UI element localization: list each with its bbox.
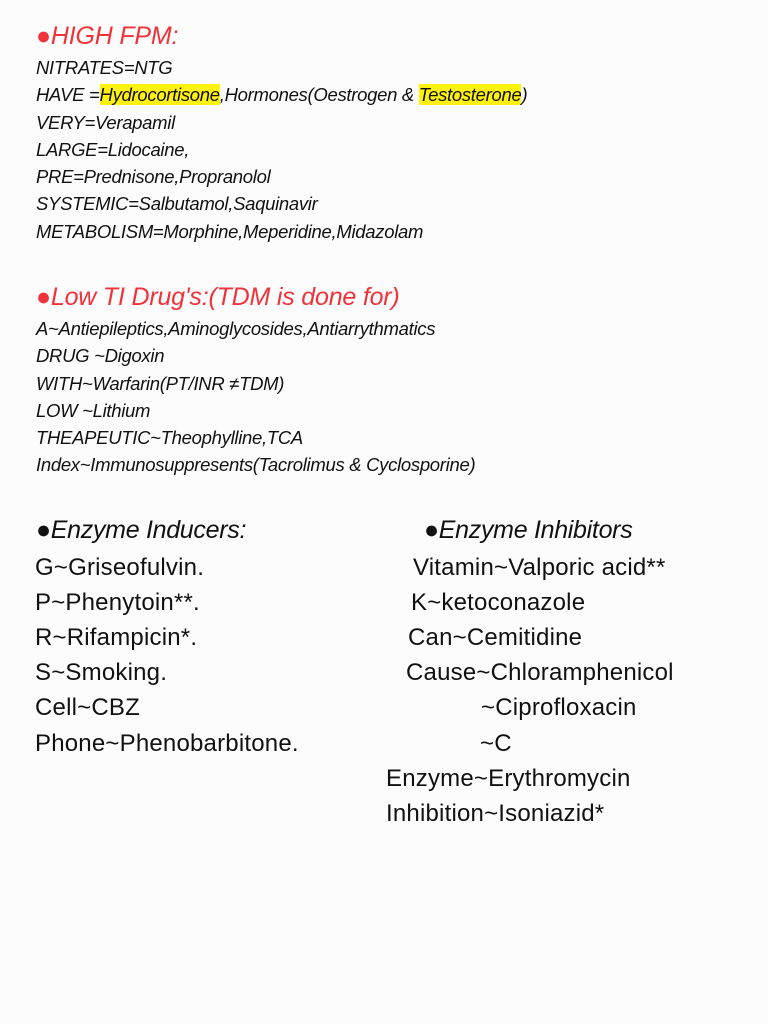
list-item: LARGE=Lidocaine, xyxy=(36,136,527,163)
list-item: LOW ~Lithium xyxy=(36,399,151,421)
list-item: S~Smoking. xyxy=(35,659,168,686)
high-fpm-heading: ●HIGH FPM: xyxy=(36,22,179,50)
low-ti-list: A~Antiepileptics,Aminoglycosides,Antiarr… xyxy=(36,315,476,479)
enzyme-inducers-heading: ●Enzyme Inducers: xyxy=(36,516,247,544)
highlighted-text: Hydrocortisone xyxy=(99,84,220,106)
line-text: NITRATES=NTG xyxy=(36,57,173,78)
list-item: Inhibition~Isoniazid* xyxy=(386,800,605,827)
list-item: K~ketoconazole xyxy=(411,589,586,616)
list-item: G~Griseofulvin. xyxy=(35,554,205,581)
list-item: Cell~CBZ xyxy=(35,694,140,721)
list-item: NITRATES=NTG xyxy=(36,54,527,81)
list-item: PRE=Prednisone,Propranolol xyxy=(36,163,527,190)
list-item: P~Phenytoin**. xyxy=(35,589,200,616)
line-text: ,Hormones(Oestrogen & xyxy=(219,84,419,106)
list-item: METABOLISM=Morphine,Meperidine,Midazolam xyxy=(36,218,527,245)
list-item: DRUG ~Digoxin xyxy=(36,345,165,367)
list-item: ~C xyxy=(480,730,512,757)
list-item: Can~Cemitidine xyxy=(408,624,583,651)
list-item: ~Ciprofloxacin xyxy=(481,694,637,721)
highlighted-text: Testosterone xyxy=(418,84,522,106)
line-text: HAVE = xyxy=(36,84,100,106)
list-item: Phone~Phenobarbitone. xyxy=(35,730,299,757)
list-item: THEAPEUTIC~Theophylline,TCA xyxy=(36,427,303,449)
list-item: Cause~Chloramphenicol xyxy=(406,659,674,686)
line-text: SYSTEMIC=Salbutamol,Saquinavir xyxy=(36,193,318,215)
list-item: WITH~Warfarin(PT/INR ≠TDM) xyxy=(36,372,285,394)
line-text: METABOLISM=Morphine,Meperidine,Midazolam xyxy=(36,220,424,242)
list-item: Index~Immunosuppresents(Tacrolimus & Cyc… xyxy=(36,454,476,476)
high-fpm-list: NITRATES=NTG HAVE =Hydrocortisone,Hormon… xyxy=(36,54,528,245)
list-item: Enzyme~Erythromycin xyxy=(386,765,631,792)
line-text: VERY=Verapamil xyxy=(36,111,175,133)
list-item: R~Rifampicin*. xyxy=(35,624,198,651)
line-text: PRE=Prednisone,Propranolol xyxy=(36,166,271,188)
list-item: VERY=Verapamil xyxy=(36,109,527,136)
line-text: LARGE=Lidocaine, xyxy=(36,138,190,160)
low-ti-heading: ●Low TI Drug's:(TDM is done for) xyxy=(36,283,400,311)
list-item: Vitamin~Valporic acid** xyxy=(413,554,666,581)
list-item: HAVE =Hydrocortisone,Hormones(Oestrogen … xyxy=(36,81,528,108)
list-item: A~Antiepileptics,Aminoglycosides,Antiarr… xyxy=(36,318,436,339)
enzyme-inhibitors-heading: ●Enzyme Inhibitors xyxy=(424,516,633,544)
line-text: ) xyxy=(521,84,528,106)
list-item: SYSTEMIC=Salbutamol,Saquinavir xyxy=(36,190,527,217)
